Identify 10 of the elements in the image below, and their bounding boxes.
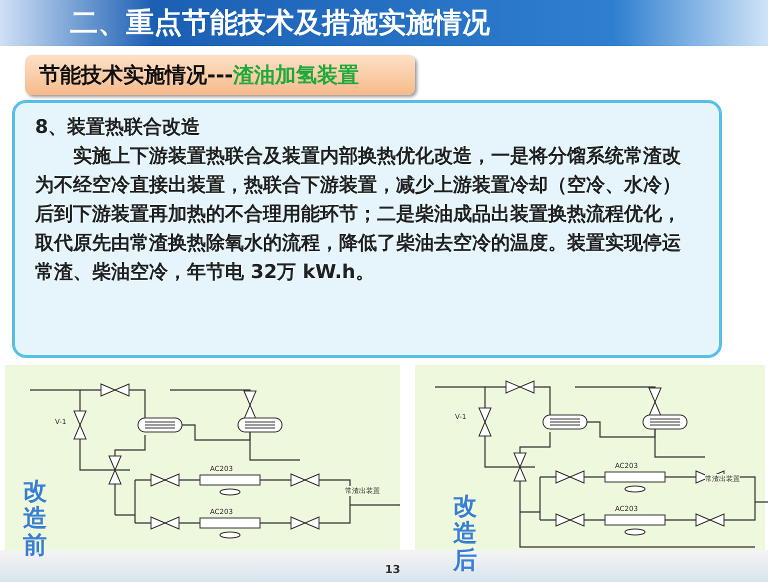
body-paragraph: 实施上下游装置热联合及装置内部换热优化改造，一是将分馏系统常渣改为不经空冷直接出装置，热联合下游装置，减少上游装置冷却（空冷、水冷）后到下游装置再加热的不合理用能环节；二是柴油成品出装置换热流程优化，取代原先由常渣换热除氧水的流程，降低了柴油去空冷的温度。装置实现停运常渣、柴油空冷，年节电 32万 kW.h。 <box>35 144 682 285</box>
subtitle-text: 节能技术实施情况--- <box>39 62 234 89</box>
text-panel <box>12 100 722 358</box>
stage-label: 改造前 <box>22 478 48 559</box>
section-heading: 8、装置热联合改造 <box>35 115 202 140</box>
subtitle-banner <box>25 55 415 95</box>
slide-title: 二、重点节能技术及措施实施情况 <box>70 5 490 41</box>
unit-name: 渣油加氢装置 <box>233 62 360 89</box>
page-number: 13 <box>385 563 400 576</box>
stage-label: 改造后 <box>452 493 478 574</box>
